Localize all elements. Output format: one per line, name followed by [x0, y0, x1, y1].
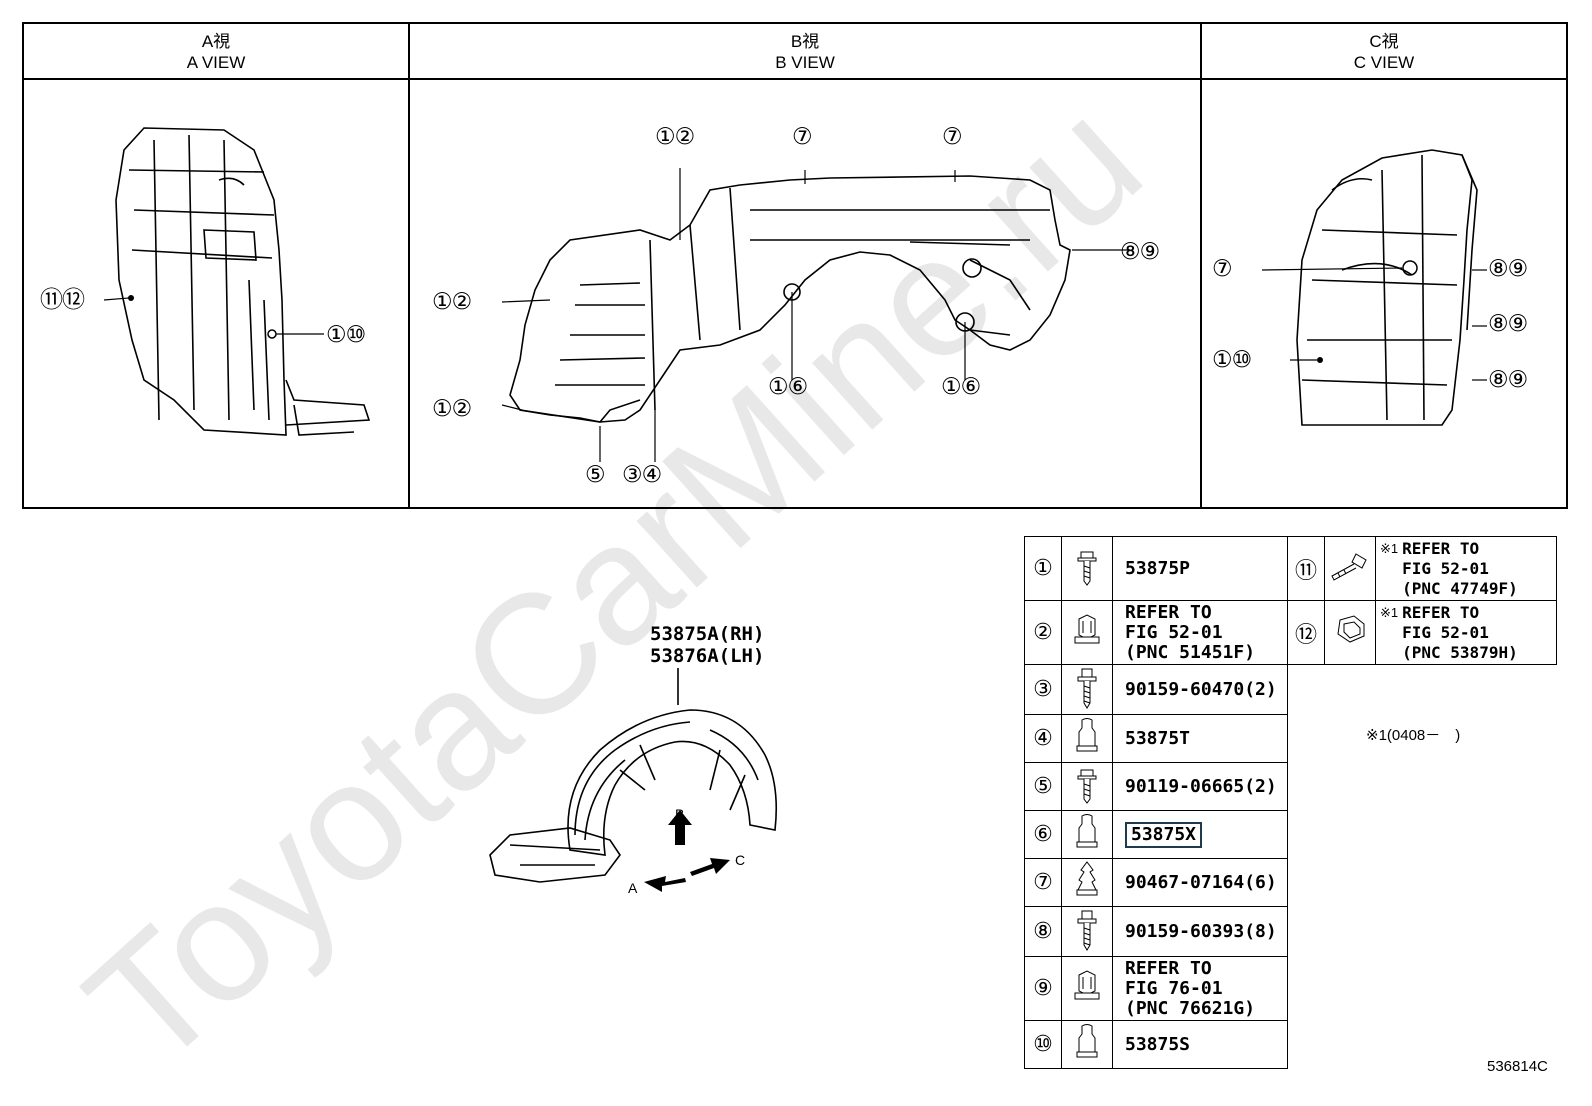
push-clip-icon	[1061, 858, 1113, 907]
view-a-header: A視 A VIEW	[24, 24, 408, 80]
clip-icon	[1061, 1020, 1113, 1069]
view-b-title-jp: B視	[790, 32, 820, 51]
legend-number: ⑩	[1024, 1020, 1062, 1069]
view-b-title-en: B VIEW	[775, 53, 835, 72]
legend-number: ⑦	[1024, 858, 1062, 907]
arrow-a-label: A	[628, 880, 638, 896]
footnote: ※1(0408－ )	[1366, 727, 1461, 744]
footnote-mark: ※1	[1380, 604, 1399, 620]
legend-part-text: 90159-60470(2)	[1112, 664, 1288, 715]
view-a: A視 A VIEW ⑪⑫ ①⑩	[24, 24, 410, 507]
part-number-label: 53875A(RH) 53876A(LH)	[650, 623, 764, 667]
callout-c-8-9-mid: ⑧⑨	[1488, 311, 1528, 337]
legend-blank	[1288, 859, 1557, 907]
clip-icon	[1061, 810, 1113, 859]
callout-11-12: ⑪⑫	[40, 287, 85, 313]
part-number-rh: 53875A(RH)	[650, 623, 765, 645]
legend-number: ⑨	[1024, 956, 1062, 1021]
legend-row: ⑩ 53875S	[1024, 1020, 1557, 1069]
legend-part-text: 53875X	[1112, 810, 1288, 859]
callout-b-1-6-left: ①⑥	[768, 374, 808, 400]
footnote-mark: ※1	[1380, 540, 1399, 556]
legend-number: ⑧	[1024, 906, 1062, 957]
view-c: C視 C VIEW ⑦ ⑧⑨ ⑧⑨ ①⑩	[1202, 24, 1566, 507]
legend-number: ⑤	[1024, 762, 1062, 811]
view-a-title-en: A VIEW	[186, 53, 246, 72]
part-number-lh: 53876A(LH)	[650, 645, 765, 667]
callout-b-1-6-right: ①⑥	[941, 374, 981, 400]
fender-liner-drawing	[489, 668, 778, 892]
callout-b-7-left: ⑦	[792, 124, 813, 150]
legend-number: ④	[1024, 714, 1062, 763]
legend-row: ④ 53875T	[1024, 714, 1557, 763]
view-a-title-jp: A視	[201, 32, 231, 51]
callout-b-5: ⑤	[585, 462, 606, 488]
view-c-title-jp: C視	[1369, 32, 1399, 51]
legend-blank	[1288, 763, 1557, 811]
callout-c-8-9-top: ⑧⑨	[1488, 256, 1528, 282]
clip-icon	[1061, 714, 1113, 763]
view-a-drawing	[103, 127, 371, 436]
legend-part-text: 53875T	[1112, 714, 1288, 763]
legend-number: ①	[1024, 536, 1062, 601]
legend-blank	[1288, 907, 1557, 957]
callout-c-8-9-bottom: ⑧⑨	[1488, 367, 1528, 393]
legend-number: ⑥	[1024, 810, 1062, 859]
legend-number: ②	[1024, 600, 1062, 665]
view-c-title-en: C VIEW	[1353, 53, 1415, 72]
legend-row: ⑦ 90467-07164(6)	[1024, 858, 1557, 907]
nut-icon	[1324, 600, 1376, 665]
callout-b-7-right: ⑦	[942, 124, 963, 150]
legend-number: ③	[1024, 664, 1062, 715]
view-b-drawing	[501, 168, 1130, 462]
callout-b-1-2-bottom: ①②	[432, 396, 472, 422]
legend-part-text: 90467-07164(6)	[1112, 858, 1288, 907]
legend-part-text: 90119-06665(2)	[1112, 762, 1288, 811]
callout-c-7: ⑦	[1212, 256, 1233, 282]
view-b: B視 B VIEW	[410, 24, 1202, 507]
screw-icon	[1061, 906, 1113, 957]
callout-b-3-4: ③④	[622, 462, 662, 488]
legend-blank	[1288, 811, 1557, 859]
bolt-icon	[1061, 536, 1113, 601]
legend-row: ⑤ 90119-06665(2)	[1024, 762, 1557, 811]
arrow-c-label: C	[735, 852, 746, 868]
pin-icon	[1324, 536, 1376, 601]
highlighted-part-number: 53875X	[1125, 821, 1203, 848]
legend-part-text: 53875S	[1112, 1020, 1288, 1069]
view-c-header: C視 C VIEW	[1202, 24, 1566, 80]
legend-number: ⑫	[1287, 600, 1325, 665]
callout-b-8-9: ⑧⑨	[1120, 239, 1160, 265]
view-c-drawing	[1261, 149, 1487, 426]
legend-blank	[1288, 665, 1557, 715]
legend-blank	[1288, 957, 1557, 1021]
view-b-header: B視 B VIEW	[410, 24, 1200, 80]
clip-nut-icon	[1061, 956, 1113, 1021]
clip-nut-icon	[1061, 600, 1113, 665]
figure-code: 536814C	[1487, 1058, 1548, 1075]
views-frame: A視 A VIEW ⑪⑫ ①⑩ B視	[22, 22, 1568, 509]
legend-row: ⑧ 90159-60393(8)	[1024, 906, 1557, 957]
callout-b-1-2-mid: ①②	[432, 289, 472, 315]
legend-row: ③ 90159-60470(2)	[1024, 664, 1557, 715]
arrow-b-label: B	[675, 806, 685, 822]
screw-icon	[1061, 664, 1113, 715]
legend-part-text: 53875P	[1112, 536, 1288, 601]
callout-c-1-10: ①⑩	[1212, 347, 1252, 373]
callout-1-10: ①⑩	[326, 322, 366, 348]
bolt-icon	[1061, 762, 1113, 811]
legend-row: ⑥ 53875X	[1024, 810, 1557, 859]
legend-part-text: 90159-60393(8)	[1112, 906, 1288, 957]
callout-b-1-2-top: ①②	[655, 124, 695, 150]
legend-number: ⑪	[1287, 536, 1325, 601]
